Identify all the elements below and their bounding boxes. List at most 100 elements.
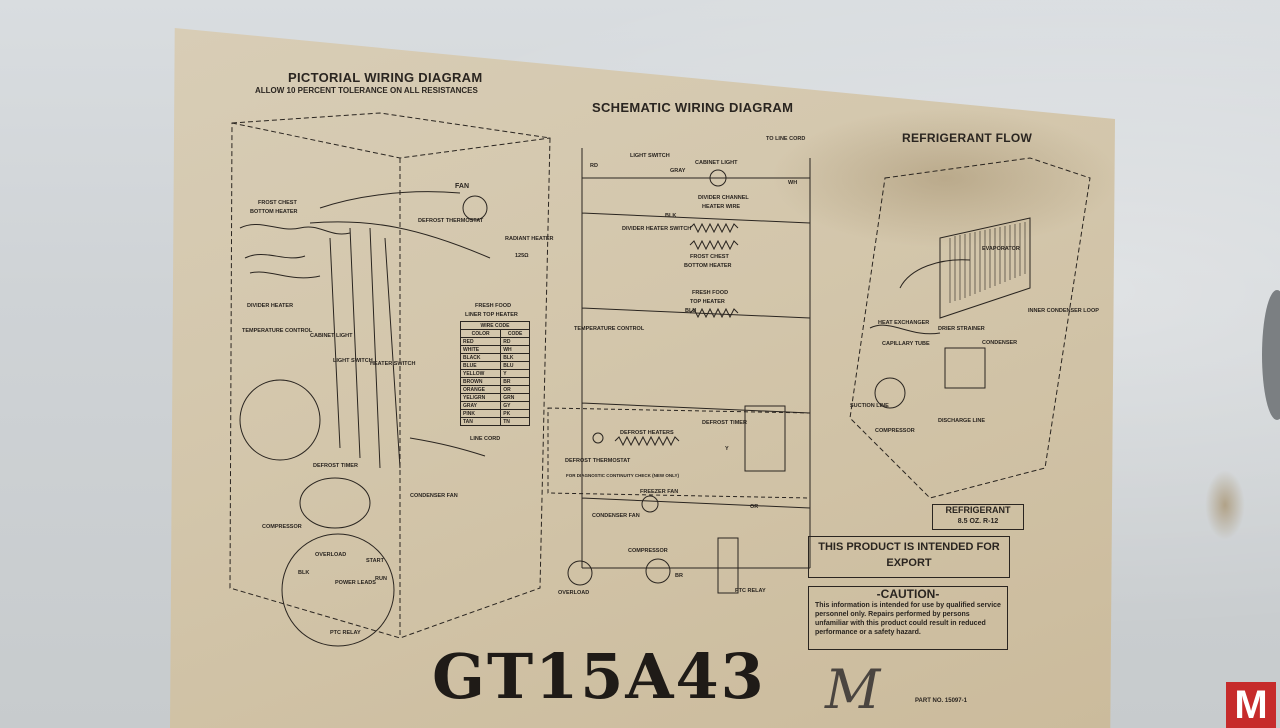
- schematic-condenser-fan: CONDENSER FAN: [592, 513, 640, 519]
- wire-rd: RD: [590, 163, 598, 169]
- refrigerant-box-title: REFRIGERANT: [945, 505, 1011, 515]
- schematic-ptc-relay: PTC RELAY: [735, 588, 766, 594]
- wire-color-cell: PINK: [459, 409, 502, 418]
- schematic-bottom-heater: BOTTOM HEATER: [684, 263, 732, 269]
- wiring-label: PICTORIAL WIRING DIAGRAM ALLOW 10 PERCEN…: [170, 28, 1115, 728]
- model-number: GT15A43: [432, 640, 766, 713]
- callout-frost-chest: FROST CHEST: [258, 200, 297, 206]
- callout-condenser-fan: CONDENSER FAN: [410, 493, 458, 499]
- wire-blu: BLU: [685, 308, 697, 314]
- callout-defrost-timer: DEFROST TIMER: [313, 463, 358, 469]
- handwritten-mark: M: [825, 658, 881, 721]
- watermark-logo: M: [1226, 682, 1276, 728]
- schematic-compressor: COMPRESSOR: [628, 548, 668, 554]
- schematic-divider-heater-switch: DIVIDER HEATER SWITCH: [622, 226, 692, 232]
- wire-color-cell: TAN: [459, 417, 502, 426]
- wire-color-cell: RED: [459, 337, 502, 346]
- caution-text: This information is intended for use by …: [815, 602, 1001, 636]
- wire-code-cell: BR: [500, 377, 530, 386]
- schematic-frost-chest: FROST CHEST: [690, 254, 729, 260]
- schematic-diagnostic-note: FOR DIAGNOSTIC CONTINUITY CHECK (NEW ONL…: [566, 473, 680, 478]
- ref-suction-line: SUCTION LINE: [850, 403, 889, 409]
- callout-compressor: COMPRESSOR: [262, 524, 302, 530]
- ref-discharge-line: DISCHARGE LINE: [938, 418, 986, 424]
- ref-inner-condenser-loop: INNER CONDENSER LOOP: [1028, 308, 1099, 314]
- schematic-heater-wire: HEATER WIRE: [702, 204, 741, 210]
- callout-fan: FAN: [455, 183, 469, 190]
- wire-code-cell: Y: [500, 369, 530, 378]
- refrigerant-title: REFRIGERANT FLOW: [902, 131, 1033, 145]
- schematic-defrost-timer: DEFROST TIMER: [702, 420, 747, 426]
- schematic-to-line-cord: TO LINE CORD: [766, 136, 806, 142]
- callout-cabinet-light: CABINET LIGHT: [310, 333, 353, 339]
- schematic-cabinet-light: CABINET LIGHT: [695, 160, 738, 166]
- pictorial-subtitle: ALLOW 10 PERCENT TOLERANCE ON ALL RESIST…: [255, 86, 478, 95]
- wire-code-cell: WH: [500, 345, 530, 354]
- schematic-defrost-heaters: DEFROST HEATERS: [620, 430, 674, 436]
- ref-compressor: COMPRESSOR: [875, 428, 915, 434]
- callout-defrost-thermostat: DEFROST THERMOSTAT: [418, 218, 484, 224]
- ref-evaporator: EVAPORATOR: [982, 246, 1020, 252]
- wire-code-cell: OR: [500, 385, 530, 394]
- callout-divider-heater: DIVIDER HEATER: [247, 303, 294, 309]
- wire-code-cell: BLU: [500, 361, 530, 370]
- wire-br: BR: [675, 573, 683, 579]
- schematic-defrost-thermostat: DEFROST THERMOSTAT: [565, 458, 631, 464]
- wire-color-cell: WHITE: [459, 345, 502, 354]
- callout-overload: OVERLOAD: [315, 552, 347, 558]
- diagram-line-art: [229, 112, 1091, 647]
- pictorial-title: PICTORIAL WIRING DIAGRAM: [288, 70, 483, 85]
- callout-ptc-relay: PTC RELAY: [330, 630, 361, 636]
- wire-code-header: CODE: [500, 329, 530, 338]
- wire-code-cell: TN: [500, 417, 530, 426]
- callout-radiant-ohms: 125Ω: [515, 253, 529, 259]
- wire-code-cell: GY: [500, 401, 530, 410]
- schematic-fresh-food: FRESH FOOD: [692, 290, 729, 296]
- callout-power-leads: POWER LEADS: [335, 580, 376, 586]
- ref-heat-exchanger: HEAT EXCHANGER: [878, 320, 930, 326]
- label-grime: [770, 108, 1115, 248]
- export-notice: THIS PRODUCT IS INTENDED FOR EXPORT: [808, 536, 1010, 578]
- ref-condenser: CONDENSER: [982, 340, 1018, 346]
- wire-color-cell: BLUE: [459, 361, 502, 370]
- wire-code-title: WIRE CODE: [460, 321, 530, 330]
- caution-title: -CAUTION-: [876, 587, 940, 601]
- wire-color-cell: YELLOW: [459, 369, 502, 378]
- wire-code-cell: BLK: [500, 353, 530, 362]
- callout-fresh-food: FRESH FOOD: [475, 303, 512, 309]
- wire-color-cell: BROWN: [459, 377, 502, 386]
- callout-blk: BLK: [298, 570, 310, 576]
- wire-color-cell: ORANGE: [459, 385, 502, 394]
- part-number: PART NO. 15097-1: [915, 698, 967, 704]
- schematic-overload: OVERLOAD: [558, 590, 590, 596]
- schematic-divider-channel: DIVIDER CHANNEL: [698, 195, 749, 201]
- wire-color-cell: BLACK: [459, 353, 502, 362]
- callout-radiant-heater: RADIANT HEATER: [505, 236, 554, 242]
- wire-code-cell: PK: [500, 409, 530, 418]
- callout-bottom-heater: BOTTOM HEATER: [250, 209, 298, 215]
- callout-light-switch: LIGHT SWITCH: [333, 358, 373, 364]
- schematic-freezer-fan: FREEZER FAN: [640, 489, 679, 495]
- wire-gray: GRAY: [670, 168, 686, 174]
- wire-wh: WH: [788, 180, 798, 186]
- ref-capillary-tube: CAPILLARY TUBE: [882, 341, 930, 347]
- schematic-title: SCHEMATIC WIRING DIAGRAM: [592, 100, 794, 115]
- wire-color-cell: GRAY: [459, 401, 502, 410]
- wire-code-cell: RD: [500, 337, 530, 346]
- callout-temperature-control: TEMPERATURE CONTROL: [242, 328, 313, 334]
- callout-run: RUN: [375, 576, 387, 582]
- wire-blk: BLK: [665, 213, 677, 219]
- schematic-light-switch: LIGHT SWITCH: [630, 153, 670, 159]
- wall-stain: [1205, 470, 1245, 540]
- schematic-temperature-control: TEMPERATURE CONTROL: [574, 326, 645, 332]
